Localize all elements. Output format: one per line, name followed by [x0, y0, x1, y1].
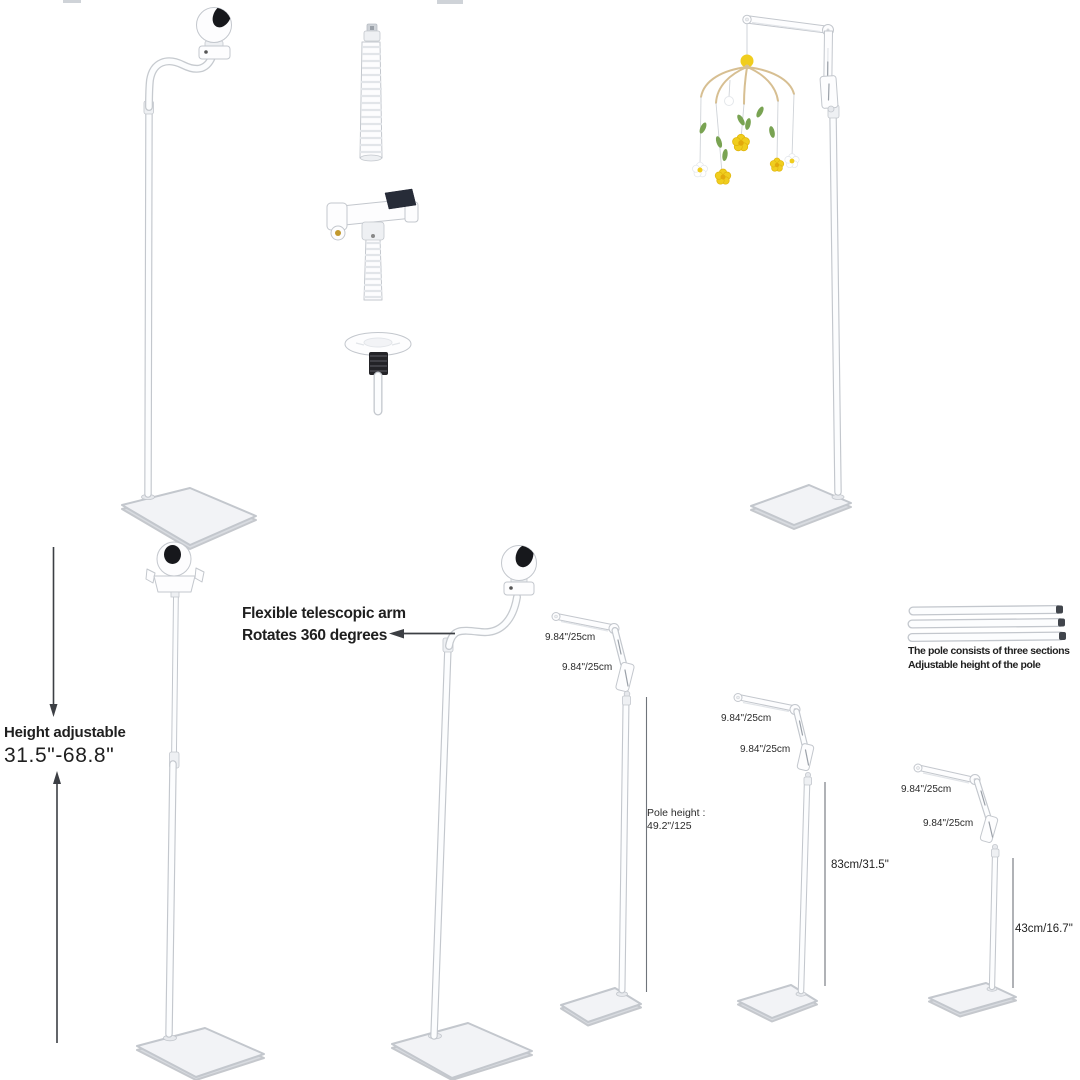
articulated-arm [913, 763, 1000, 858]
camera-mount [153, 575, 196, 593]
pole-sections-label: The pole consists of three sections Adju… [908, 644, 1070, 672]
height-arrow-top [49, 547, 58, 717]
tall-stand-arm-lower-label: 9.84"/25cm [562, 662, 613, 673]
holder-clamp [979, 815, 999, 843]
base-plate [121, 487, 257, 550]
camera-lens [515, 545, 534, 568]
crib-mobile [691, 24, 800, 185]
holder-clamp [796, 743, 815, 772]
short-stand-arm-upper-label: 9.84"/25cm [901, 784, 952, 795]
parts-tray-photo [344, 332, 412, 416]
pole-sections-diagram [907, 605, 1066, 642]
base-plate [136, 1027, 265, 1080]
medium-stand-height-label: 83cm/31.5" [831, 859, 889, 871]
hinge-screw [827, 105, 835, 113]
base-plate [928, 982, 1017, 1018]
short-stand-height-label: 43cm/16.7" [1015, 923, 1073, 935]
baby-monitor-camera [196, 7, 232, 60]
bracket-tube-ridges [364, 241, 382, 299]
mobile-top-ball [740, 54, 754, 68]
mobile-white-ball [724, 96, 734, 106]
base-plate [560, 987, 642, 1027]
flexible-arm-label-line2: Rotates 360 degrees [242, 627, 388, 644]
base-plate [391, 1022, 533, 1080]
pole-collar [622, 695, 631, 706]
camera-lens [164, 545, 181, 564]
pole-collar [803, 776, 812, 786]
threaded-collar [369, 352, 388, 375]
base-plate [750, 484, 852, 530]
flexible-arm-arrow [389, 629, 455, 639]
pole-height-label: Pole height : 49.2"/125 [647, 807, 705, 833]
pole-sections-line2: Adjustable height of the pole [908, 659, 1041, 671]
stand-arm-tall-photo [551, 612, 648, 1027]
pole-height-title: Pole height : [647, 807, 706, 819]
flexible-arm-label: Flexible telescopic arm Rotates 360 degr… [242, 603, 406, 647]
mobile-canopy [700, 64, 795, 105]
stand-height-adjustable-photo [136, 541, 265, 1080]
medium-stand-arm-lower-label: 9.84"/25cm [740, 744, 791, 755]
tall-stand-arm-upper-label: 9.84"/25cm [545, 632, 596, 643]
articulated-arm [742, 14, 839, 113]
monitor-panel [384, 188, 417, 210]
pole-sections-line1: The pole consists of three sections [908, 645, 1070, 657]
height-adjustable-title: Height adjustable [4, 724, 126, 741]
parts-bracket-photo [326, 188, 419, 301]
holder-clamp [615, 661, 635, 693]
stand-mobile-photo [691, 14, 852, 530]
height-adjustable-label: Height adjustable 31.5"-68.8" [4, 725, 126, 766]
mobile-flowers [691, 133, 800, 185]
corrugated-tube [359, 41, 383, 159]
tube-ridges [360, 45, 382, 154]
pole-height-value: 49.2"/125 [647, 820, 692, 832]
medium-stand-arm-upper-label: 9.84"/25cm [721, 713, 772, 724]
parts-flexible-arm-photo [359, 23, 383, 162]
height-arrow-bottom [53, 771, 61, 1043]
articulated-arm [733, 693, 815, 786]
pole-collar [991, 848, 1000, 858]
baby-monitor-camera [145, 541, 205, 598]
mount-tab-right [194, 567, 205, 583]
short-stand-arm-lower-label: 9.84"/25cm [923, 818, 974, 829]
stand-arm-medium-photo [733, 693, 826, 1023]
articulated-arm [551, 612, 635, 706]
cropped-edge-artifact [63, 0, 81, 3]
mount-tab-left [145, 568, 156, 584]
base-plate [737, 984, 818, 1023]
stand-gooseneck-bottom-photo [391, 545, 537, 1080]
cropped-edge-artifact [437, 0, 463, 4]
baby-monitor-camera [501, 545, 537, 596]
mobile-leaves [698, 105, 776, 162]
stand-arm-short-photo [913, 763, 1017, 1018]
flexible-arm-label-line1: Flexible telescopic arm [242, 605, 406, 622]
stand-gooseneck-tall-photo [121, 7, 257, 550]
height-adjustable-range: 31.5"-68.8" [4, 744, 115, 767]
